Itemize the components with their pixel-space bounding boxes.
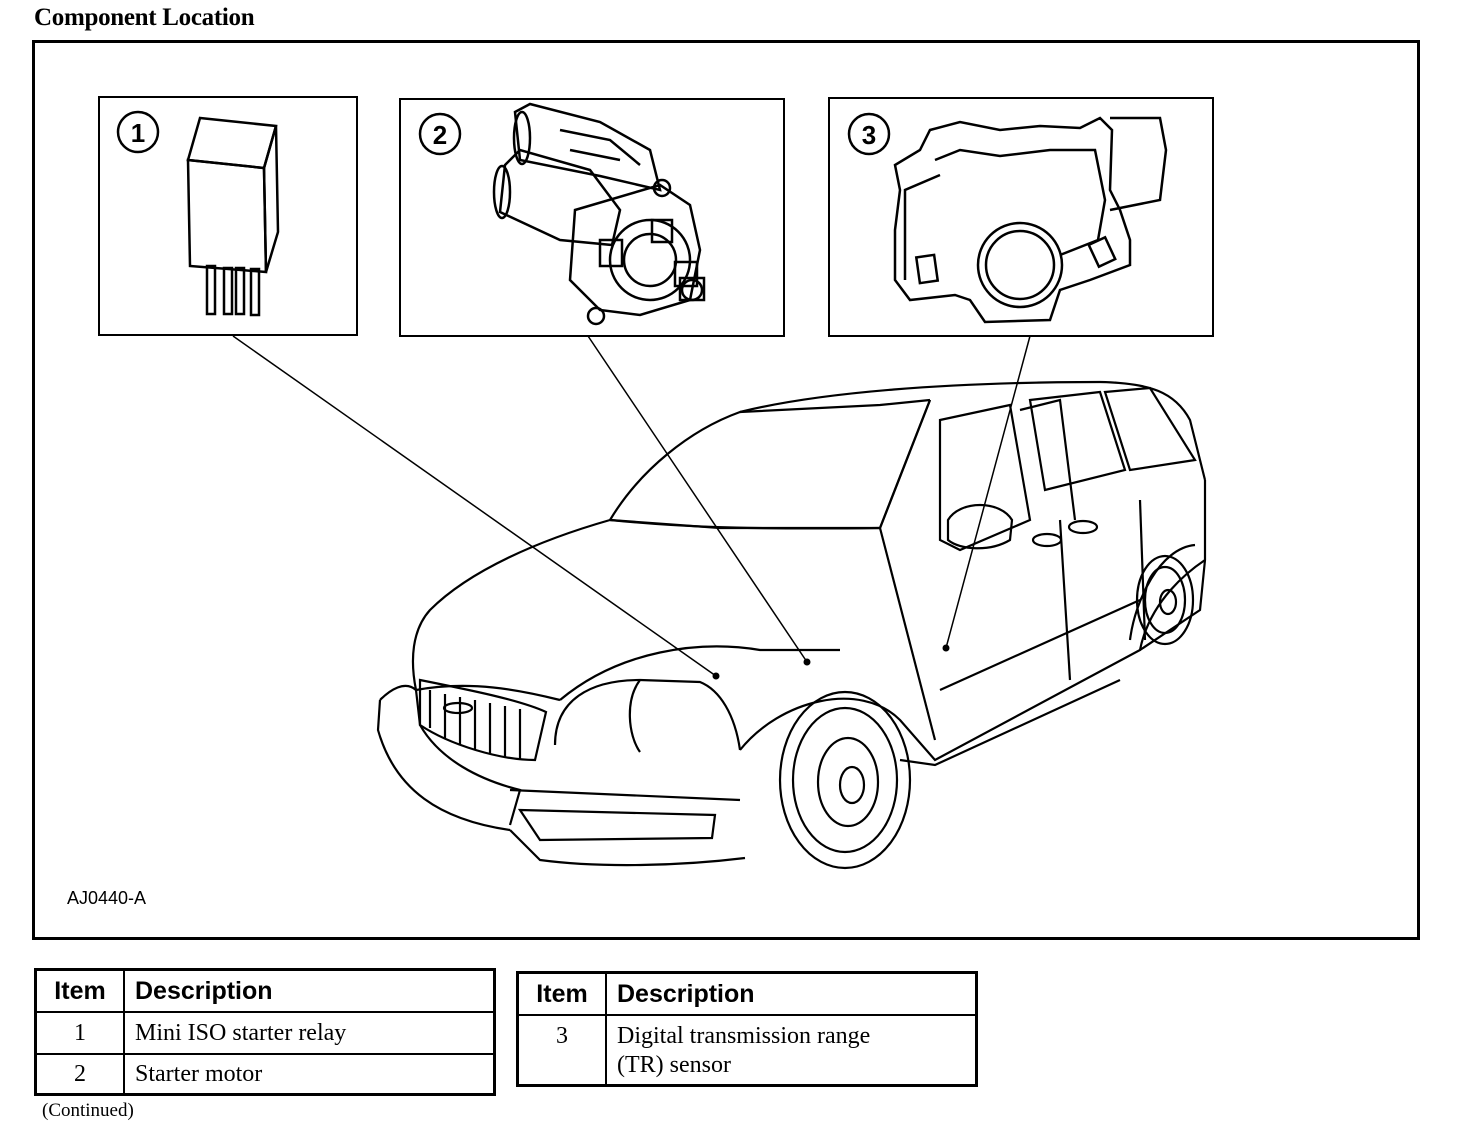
table-row: 1 Mini ISO starter relay <box>37 1011 493 1053</box>
callout-number-2: 2 <box>418 112 462 156</box>
item-table-left: Item Description 1 Mini ISO starter rela… <box>34 968 496 1096</box>
leader-line-2 <box>587 335 808 663</box>
leader-line-3 <box>945 335 1031 649</box>
continued-note: (Continued) <box>42 1100 134 1121</box>
callout-box-2 <box>399 98 785 337</box>
figure-code: AJ0440-A <box>67 888 146 908</box>
callout-number-3: 3 <box>847 112 891 156</box>
description-line: (TR) sensor <box>617 1052 731 1078</box>
item-description: Starter motor <box>135 1061 263 1087</box>
item-number: 3 <box>519 1016 607 1084</box>
item-description: Digital transmission range (TR) sensor <box>607 1016 975 1084</box>
callout-number-1: 1 <box>116 110 160 154</box>
item-table-right: Item Description 3 Digital transmission … <box>516 971 978 1087</box>
svg-text:3: 3 <box>862 120 876 150</box>
item-number: 2 <box>37 1055 125 1093</box>
table-row: 3 Digital transmission range (TR) sensor <box>519 1014 975 1084</box>
table-row: 2 Starter motor <box>37 1053 493 1093</box>
tr-sensor-drawing <box>893 116 1168 324</box>
description-column-header: Description <box>135 977 273 1005</box>
item-description: Mini ISO starter relay <box>135 1020 347 1046</box>
table-header-row: Item Description <box>37 971 493 1011</box>
item-number: 1 <box>37 1013 125 1053</box>
item-column-header: Item <box>519 974 607 1014</box>
callout-box-1 <box>98 96 358 336</box>
starter-relay-drawing <box>186 116 280 317</box>
svg-text:2: 2 <box>433 120 447 150</box>
figure-frame <box>32 40 1420 940</box>
leader-line-1 <box>232 335 717 677</box>
item-column-header: Item <box>37 971 125 1011</box>
description-column-header: Description <box>617 980 755 1008</box>
description-line: Digital transmission range <box>617 1023 871 1049</box>
starter-motor-drawing <box>492 102 706 326</box>
table-header-row: Item Description <box>519 974 975 1014</box>
minivan-drawing <box>376 380 1207 870</box>
page-title: Component Location <box>34 4 255 31</box>
leader-point-2 <box>803 658 811 666</box>
callout-box-3 <box>828 97 1214 337</box>
leader-point-1 <box>712 672 720 680</box>
svg-text:1: 1 <box>131 118 145 148</box>
leader-point-3 <box>942 644 950 652</box>
